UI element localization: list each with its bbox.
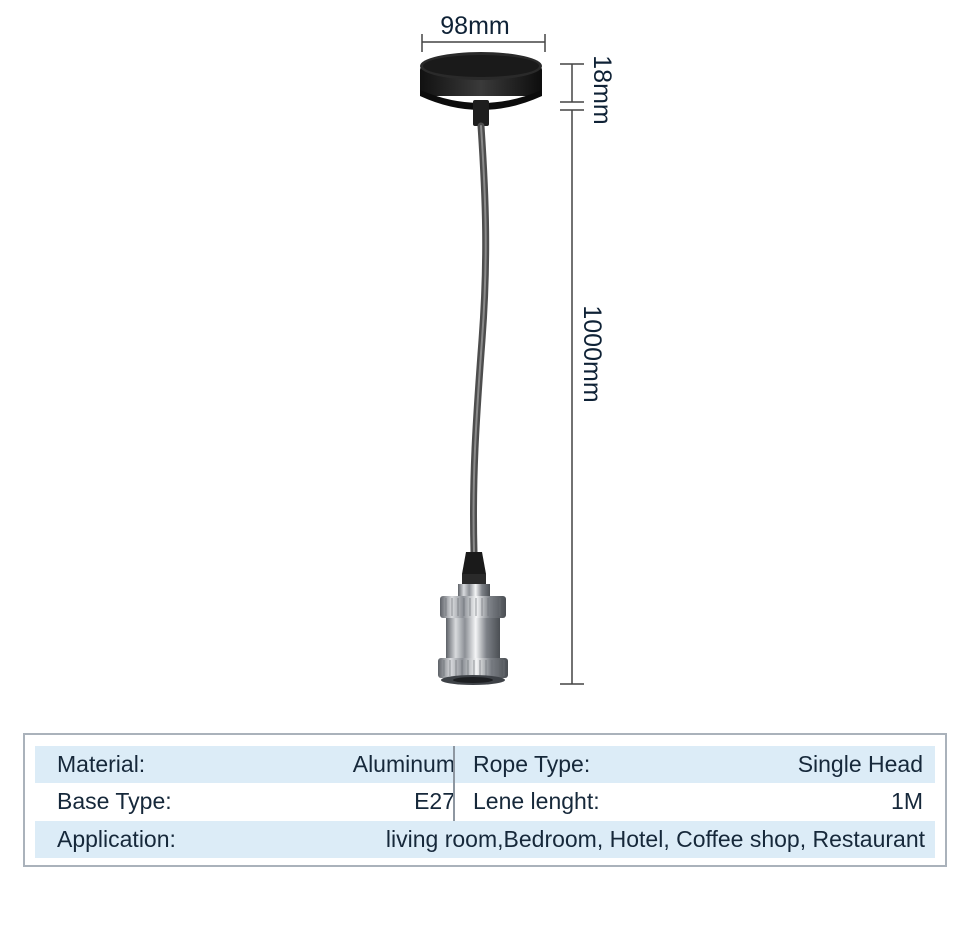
length-label: 1000mm [578, 305, 606, 402]
base-type-label: Base Type: [57, 788, 172, 814]
material-label: Material: [57, 751, 146, 777]
cable-grip [462, 552, 486, 584]
rope-type-label: Rope Type: [473, 751, 591, 777]
spec-row-material-rope: Material: Aluminum Rope Type: Single Hea… [35, 746, 935, 783]
application-label: Application: [57, 826, 176, 852]
spec-table: Material: Aluminum Rope Type: Single Hea… [23, 733, 947, 867]
width-label: 98mm [440, 12, 509, 40]
spec-row-base-length: Base Type: E27 Lene lenght: 1M [35, 783, 935, 820]
pendant-lamp-diagram: 98mm 18mm 1000mm [420, 12, 616, 685]
ceiling-canopy [420, 52, 542, 126]
lamp-holder [438, 584, 508, 685]
rope-type-value: Single Head [797, 751, 923, 777]
length-value: 1M [891, 788, 923, 814]
length-label-text: Lene lenght: [473, 788, 600, 814]
height-dimension: 18mm [560, 55, 616, 125]
material-value: Aluminum [352, 751, 455, 777]
spec-row-application: Application: living room,Bedroom, Hotel,… [35, 821, 935, 858]
height-label: 18mm [588, 55, 616, 124]
application-value: living room,Bedroom, Hotel, Coffee shop,… [385, 826, 925, 852]
width-dimension: 98mm [421, 12, 546, 52]
length-dimension: 1000mm [560, 109, 606, 685]
column-divider [453, 746, 455, 821]
base-type-value: E27 [414, 788, 455, 814]
